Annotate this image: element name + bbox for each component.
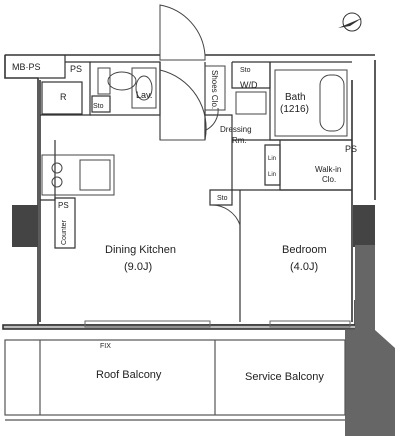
- shoes-clo-label: Shoes Clo.: [210, 70, 219, 109]
- toilet-icon: [97, 67, 137, 95]
- door-swings: [159, 4, 241, 226]
- lin2-label: Lin: [268, 172, 276, 178]
- column-right-lower: [345, 245, 395, 436]
- column-left: [12, 205, 38, 247]
- fix-label: FIX: [100, 343, 111, 350]
- sink-icon: [131, 67, 157, 109]
- ps-right-label: PS: [345, 144, 357, 154]
- dining-size-label: (9.0J): [124, 261, 152, 273]
- ps-top-label: PS: [70, 64, 82, 74]
- bath-size-label: (1216): [280, 104, 309, 115]
- bath-label: Bath: [285, 92, 306, 103]
- lav-label: Lav.: [136, 90, 152, 100]
- counter-label: Counter: [61, 219, 68, 245]
- mb-ps-label: MB·PS: [12, 62, 41, 72]
- service-balcony-label: Service Balcony: [245, 371, 324, 383]
- ps-counter-label: PS: [58, 201, 69, 210]
- kitchen-counter: [41, 154, 115, 196]
- dressing-label: Dressing: [220, 125, 252, 134]
- bedroom-label: Bedroom: [282, 244, 327, 256]
- wd-label: W/D: [240, 80, 258, 90]
- washer-icon: [235, 91, 267, 115]
- column-right: [353, 205, 375, 247]
- sto-lav-label: Sto: [93, 103, 104, 110]
- sto-mid-label: Sto: [217, 195, 228, 202]
- bedroom-size-label: (4.0J): [290, 261, 318, 273]
- roof-balcony-label: Roof Balcony: [96, 369, 162, 381]
- north-arrow-icon: [338, 12, 362, 32]
- windows: [84, 320, 351, 328]
- walkin-clo-label: Clo.: [322, 175, 336, 184]
- rm-label: Rm.: [232, 136, 247, 145]
- walkin-label: Walk-in: [315, 165, 341, 174]
- balconies: [4, 339, 346, 421]
- dining-label: Dining Kitchen: [105, 244, 176, 256]
- outer-walls: [2, 54, 376, 330]
- shoes-closet: [204, 65, 226, 111]
- sto-top-label: Sto: [240, 67, 251, 74]
- r-label: R: [60, 92, 67, 102]
- lin1-label: Lin: [268, 156, 276, 162]
- bathtub-icon: [274, 69, 348, 137]
